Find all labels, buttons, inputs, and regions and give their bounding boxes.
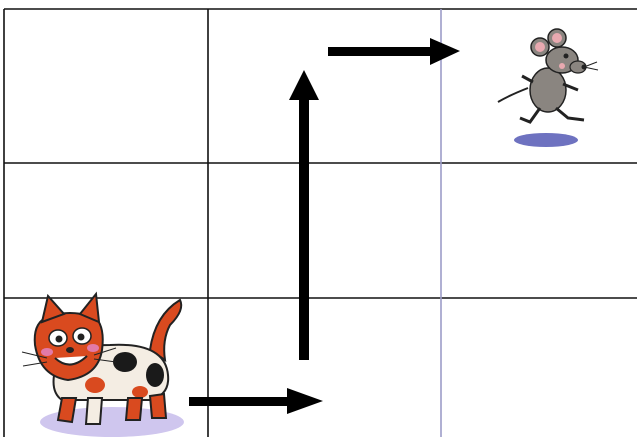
cat-character bbox=[21, 291, 184, 437]
arrow-right-bottom bbox=[189, 388, 323, 414]
cat-shadow bbox=[40, 407, 184, 437]
mouse-character bbox=[497, 28, 599, 147]
mouse-shadow bbox=[514, 133, 578, 147]
arrow-up-middle bbox=[289, 70, 319, 360]
grid-lines bbox=[3, 8, 637, 437]
arrow-right-top bbox=[328, 38, 460, 65]
path-arrows bbox=[189, 38, 460, 414]
